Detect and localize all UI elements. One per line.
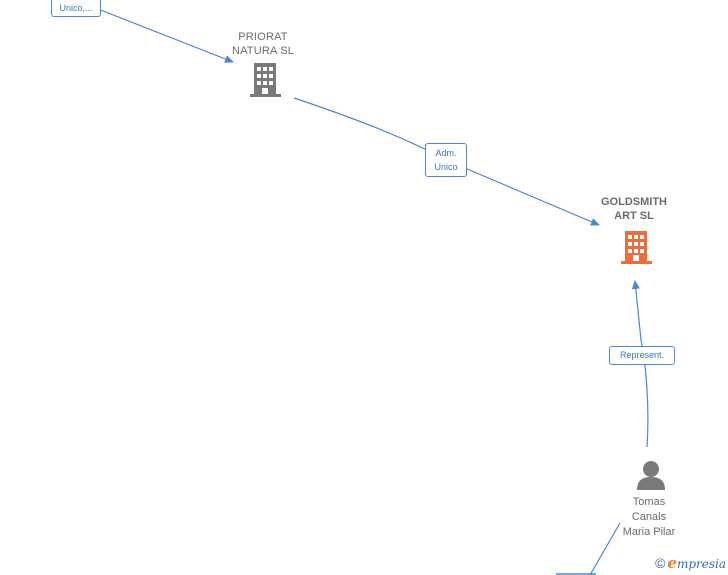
node-label-priorat-line1: PRIORAT bbox=[238, 31, 288, 43]
edge-label-top-text: Unico,... bbox=[59, 3, 93, 13]
node-label-person-line1: Tomas bbox=[632, 496, 666, 508]
node-label-goldsmith-line2: ART SL bbox=[614, 210, 654, 222]
person-icon[interactable] bbox=[637, 461, 665, 490]
copyright-symbol: © bbox=[655, 555, 666, 571]
node-label-person-line2: Canals bbox=[631, 511, 667, 523]
node-label-person[interactable]: Tomas Canals Maria Pilar bbox=[604, 495, 694, 540]
edge-label-adm-line1: Adm. bbox=[435, 148, 457, 158]
empresia-watermark: ©empresia bbox=[655, 554, 726, 572]
edge-person-to-goldsmith bbox=[631, 280, 649, 448]
edge-top-to-priorat bbox=[97, 8, 234, 63]
edge-label-represent[interactable]: Represent. bbox=[609, 346, 675, 365]
node-label-priorat-line2: NATURA SL bbox=[231, 45, 295, 57]
edge-label-adm-line2: Unico bbox=[434, 162, 458, 172]
edge-person-down bbox=[589, 522, 621, 575]
brand-initial: e bbox=[667, 554, 677, 572]
edge-label-adm[interactable]: Adm. Unico bbox=[425, 143, 467, 177]
node-label-person-line3: Maria Pilar bbox=[622, 526, 676, 538]
node-label-goldsmith-line1: GOLDSMITH bbox=[601, 196, 667, 208]
building-icon-main[interactable] bbox=[621, 231, 652, 264]
node-label-priorat[interactable]: PRIORAT NATURA SL bbox=[223, 30, 303, 58]
building-icon[interactable] bbox=[250, 63, 281, 97]
brand-logo: empresia bbox=[667, 554, 726, 572]
node-label-goldsmith[interactable]: GOLDSMITH ART SL bbox=[589, 195, 679, 223]
brand-rest: mpresia bbox=[676, 557, 726, 571]
edge-label-top[interactable]: Unico,... bbox=[51, 0, 101, 17]
edge-label-represent-text: Represent. bbox=[619, 350, 665, 360]
